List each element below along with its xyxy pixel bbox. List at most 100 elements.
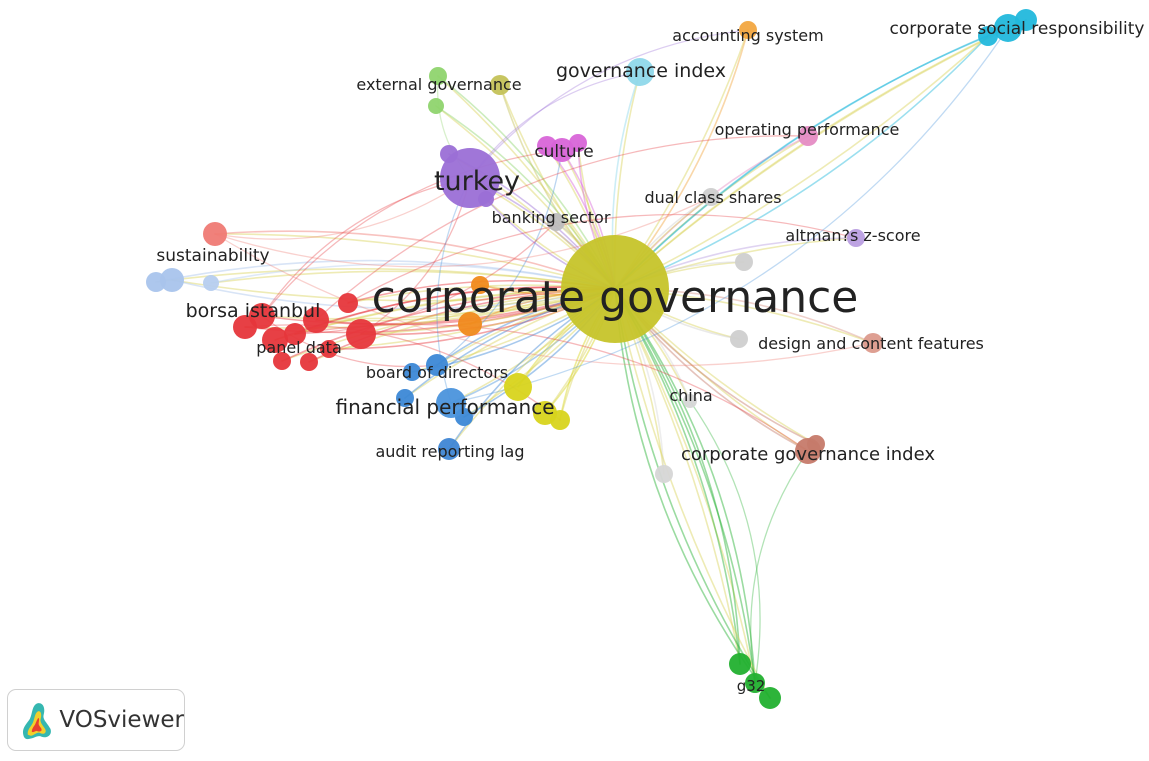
node-unlabeled[interactable] — [504, 373, 532, 401]
node-label-sustainability[interactable]: sustainability — [156, 246, 269, 266]
app-name: VOSviewer — [59, 707, 184, 733]
labels-layer: corporate governance turkey governance i… — [156, 19, 1144, 695]
node-unlabeled[interactable] — [273, 352, 291, 370]
node-label-financial-performance[interactable]: financial performance — [335, 395, 554, 419]
node-unlabeled[interactable] — [735, 253, 753, 271]
edge — [294, 221, 557, 335]
node-corporate-social-responsibility[interactable] — [994, 14, 1022, 42]
node-accounting-system[interactable] — [739, 21, 757, 39]
node-unlabeled[interactable] — [396, 389, 414, 407]
node-corporate-governance-index[interactable] — [795, 438, 821, 464]
edge — [155, 259, 616, 290]
node-unlabeled[interactable] — [533, 401, 557, 425]
node-altmans-z-score[interactable] — [847, 229, 865, 247]
node-external-governance[interactable] — [429, 67, 447, 85]
node-unlabeled[interactable] — [303, 307, 329, 333]
node-label-turkey[interactable]: turkey — [434, 166, 520, 197]
edge — [155, 267, 616, 290]
edge — [614, 288, 771, 699]
node-label-operating-performance[interactable]: operating performance — [715, 120, 900, 139]
node-board-of-directors[interactable] — [426, 354, 448, 376]
node-audit-reporting-lag[interactable] — [438, 438, 460, 460]
vosviewer-logo-icon — [23, 703, 51, 740]
node-label-culture[interactable]: culture — [534, 142, 593, 162]
node-unlabeled[interactable] — [300, 353, 318, 371]
node-label-banking-sector[interactable]: banking sector — [492, 208, 611, 227]
edge — [315, 135, 809, 321]
node-unlabeled[interactable] — [320, 340, 338, 358]
node-label-panel-data[interactable]: panel data — [256, 338, 342, 357]
edge — [171, 279, 616, 310]
node-dual-class-shares[interactable] — [702, 188, 720, 206]
edge — [210, 263, 616, 290]
node-unlabeled[interactable] — [458, 312, 482, 336]
node-unlabeled[interactable] — [978, 26, 998, 46]
node-unlabeled[interactable] — [160, 268, 184, 292]
node-corporate-governance[interactable] — [561, 235, 669, 343]
node-label-borsa-istanbul[interactable]: borsa istanbul — [186, 300, 321, 322]
node-label-accounting-system[interactable]: accounting system — [672, 26, 823, 45]
node-unlabeled[interactable] — [203, 275, 219, 291]
node-sustainability[interactable] — [203, 222, 227, 246]
edge — [614, 288, 756, 684]
node-unlabeled[interactable] — [428, 98, 444, 114]
node-label-corporate-governance[interactable]: corporate governance — [372, 272, 859, 323]
node-unlabeled[interactable] — [490, 75, 510, 95]
edge — [614, 35, 989, 290]
node-label-external-governance[interactable]: external governance — [356, 75, 521, 94]
node-unlabeled[interactable] — [346, 319, 376, 349]
edge — [614, 288, 741, 665]
edge — [614, 288, 771, 699]
edge — [214, 196, 712, 268]
node-unlabeled[interactable] — [759, 687, 781, 709]
edge — [469, 29, 749, 179]
edge — [614, 27, 1009, 290]
node-banking-sector[interactable] — [547, 213, 565, 231]
node-unlabeled[interactable] — [403, 363, 421, 381]
node-design-and-content-features[interactable] — [863, 333, 883, 353]
edge — [614, 288, 771, 699]
node-culture[interactable] — [550, 138, 574, 162]
node-china[interactable] — [683, 394, 697, 408]
edge — [214, 177, 471, 240]
node-label-corporate-governance-index[interactable]: corporate governance index — [681, 444, 935, 465]
node-label-dual-class-shares[interactable]: dual class shares — [644, 188, 781, 207]
node-label-design-and-content-features[interactable]: design and content features — [758, 334, 984, 353]
node-g32[interactable] — [745, 673, 765, 693]
edge — [750, 450, 809, 684]
node-operating-performance[interactable] — [798, 126, 818, 146]
edge — [210, 270, 616, 290]
node-unlabeled[interactable] — [655, 465, 673, 483]
edge — [689, 400, 761, 684]
edge — [614, 288, 756, 684]
node-label-corporate-social-responsibility[interactable]: corporate social responsibility — [890, 19, 1145, 39]
edge — [347, 213, 857, 304]
nodes-layer — [146, 9, 1037, 709]
node-unlabeled[interactable] — [338, 293, 358, 313]
node-financial-performance[interactable] — [436, 388, 466, 418]
node-governance-index[interactable] — [626, 58, 654, 86]
edge — [261, 149, 563, 317]
node-borsa-istanbul[interactable] — [249, 303, 275, 329]
node-turkey[interactable] — [440, 148, 500, 208]
node-label-governance-index[interactable]: governance index — [556, 60, 726, 82]
edge — [614, 288, 741, 665]
node-unlabeled[interactable] — [729, 653, 751, 675]
node-unlabeled[interactable] — [730, 330, 748, 348]
node-label-board-of-directors[interactable]: board of directors — [366, 363, 508, 382]
node-label-audit-reporting-lag[interactable]: audit reporting lag — [375, 442, 524, 461]
edge — [614, 288, 756, 684]
edge — [614, 35, 989, 290]
node-panel-data[interactable] — [284, 323, 306, 345]
edge — [436, 149, 563, 366]
node-label-g32[interactable]: g32 — [737, 677, 766, 695]
node-label-china[interactable]: china — [669, 386, 712, 405]
node-label-altmans-z-score[interactable]: altman?s z-score — [785, 226, 920, 245]
edge — [214, 230, 616, 290]
edge — [614, 288, 741, 665]
edge — [614, 27, 1009, 290]
node-unlabeled[interactable] — [471, 276, 489, 294]
node-unlabeled[interactable] — [262, 327, 288, 353]
edge — [214, 233, 874, 367]
